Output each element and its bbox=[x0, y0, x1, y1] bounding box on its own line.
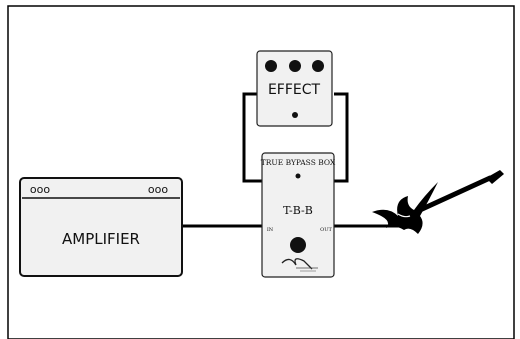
cable-effect-loop-left bbox=[242, 92, 264, 183]
effect-knob-3 bbox=[312, 60, 324, 72]
effect-led bbox=[292, 112, 298, 118]
footswitch-icon bbox=[290, 237, 306, 253]
amplifier: ooo ooo AMPLIFIER bbox=[19, 177, 183, 277]
amp-knobs-left: ooo bbox=[30, 183, 50, 196]
amp-knobs-right: ooo bbox=[148, 183, 168, 196]
effect-pedal-body bbox=[256, 50, 333, 127]
guitar-icon bbox=[372, 170, 504, 234]
effect-pedal: EFFECT bbox=[256, 50, 333, 127]
amplifier-body bbox=[19, 177, 183, 277]
bypass-box-model: T-B-B bbox=[283, 204, 313, 217]
effect-knob-2 bbox=[289, 60, 301, 72]
bypass-box-in-jack: IN bbox=[267, 227, 274, 233]
bypass-box-body bbox=[261, 152, 335, 278]
effect-label: EFFECT bbox=[268, 82, 321, 98]
bypass-box-out-jack: OUT bbox=[320, 227, 332, 233]
logo-icon bbox=[281, 258, 318, 272]
true-bypass-box: TRUE BYPASS BOX T-B-B IN OUT bbox=[261, 152, 336, 278]
cable-effect-loop-right bbox=[328, 92, 349, 183]
bypass-box-title: TRUE BYPASS BOX bbox=[261, 158, 336, 167]
bypass-box-led bbox=[295, 173, 301, 179]
amplifier-label: AMPLIFIER bbox=[62, 230, 140, 248]
effect-knob-1 bbox=[265, 60, 277, 72]
